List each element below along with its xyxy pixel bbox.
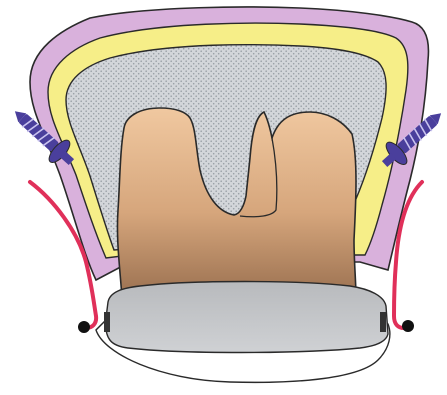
elastic-anchor-dot (402, 320, 414, 332)
bracket-hook (380, 312, 386, 332)
crown-cap (106, 282, 388, 353)
elastic-anchor-dot (78, 321, 90, 333)
bracket-hook (104, 312, 110, 332)
